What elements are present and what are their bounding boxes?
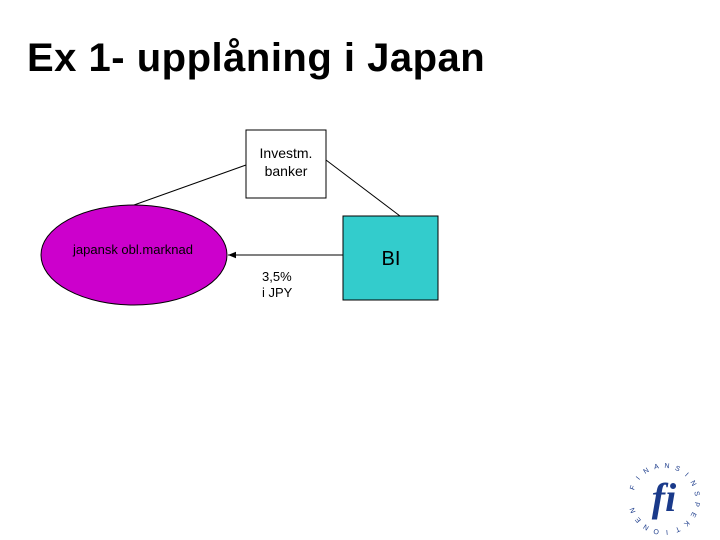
rate-label-line2: i JPY [262, 285, 293, 300]
market-label: japansk obl.marknad [73, 242, 193, 257]
logo-ring-letter: I [683, 472, 689, 478]
investment-banks-label-line1: Investm. [259, 145, 313, 161]
logo-ring-letter: I [666, 528, 669, 535]
logo-ring-letter: P [692, 501, 700, 507]
logo-ring-letter: N [642, 467, 650, 476]
bi-label: BI [381, 248, 401, 270]
logo-ring-letter: K [682, 519, 690, 528]
logo-ring-letter: E [688, 511, 697, 519]
logo-ring-letter: N [689, 480, 698, 488]
logo-ring-letter: O [652, 527, 659, 535]
bi-box [342, 215, 439, 301]
logo-ring-letter: N [642, 522, 650, 531]
logo-ring-letter: N [629, 507, 637, 514]
logo-ring-letter: T [673, 525, 680, 533]
connector-line-banks-to-bi [325, 159, 401, 217]
connector-line-banks-to-market [133, 164, 247, 206]
investment-banks-box [245, 129, 327, 199]
rate-label: 3,5% i JPY [262, 269, 322, 301]
investment-banks-label: Investm. banker [246, 144, 326, 180]
rate-label-line1: 3,5% [262, 269, 292, 284]
logo-ring-letter: I [635, 476, 642, 482]
slide-title: Ex 1- upplåning i Japan [27, 36, 486, 80]
logo-ring-letter: N [664, 463, 670, 470]
investment-banks-label-line2: banker [264, 163, 308, 179]
logo-ring-letter: A [653, 463, 659, 471]
logo-ring-letter: S [692, 491, 700, 497]
logo-ring-letter: E [634, 515, 643, 523]
logo-ring-letter: F [629, 485, 637, 491]
logo-fi-letters: fi [652, 475, 676, 520]
logo-ring-letter: S [674, 465, 681, 473]
market-ellipse [40, 204, 228, 306]
